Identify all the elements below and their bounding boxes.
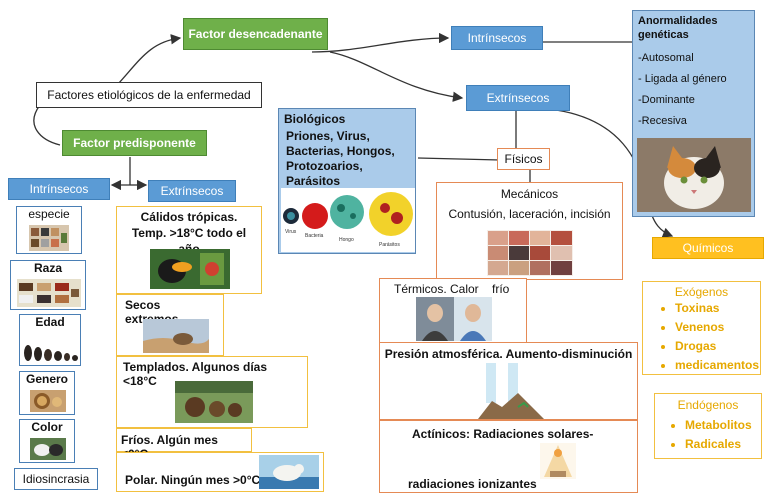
biologicos-text: Priones, Virus, Bacterias, Hongos, Proto… bbox=[286, 129, 395, 188]
exogenos-title: Exógenos bbox=[674, 285, 729, 299]
caption-hongo: Hongo bbox=[339, 237, 354, 243]
actinicos-line1: Actínicos: Radiaciones solares- bbox=[412, 427, 594, 441]
factor-desencadenante-label: Factor desencadenante bbox=[188, 27, 323, 41]
cat-photo bbox=[637, 138, 751, 212]
injuries-image bbox=[487, 230, 573, 276]
genero-card: Genero bbox=[19, 371, 75, 415]
endogenos-item: Metabolitos bbox=[685, 416, 761, 435]
color-animals-image bbox=[30, 438, 66, 460]
termicos-box: Térmicos. Calor frío bbox=[379, 278, 527, 344]
presion-label: Presión atmosférica. Aumento-disminución bbox=[384, 347, 633, 361]
presion-box: Presión atmosférica. Aumento-disminución bbox=[379, 342, 638, 420]
radiation-illustration bbox=[540, 443, 576, 479]
endogenos-item: Radicales bbox=[685, 435, 761, 454]
factor-predisponente-node: Factor predisponente bbox=[62, 130, 207, 156]
idiosincrasia-label: Idiosincrasia bbox=[22, 472, 90, 486]
polar-bear-image bbox=[259, 455, 319, 489]
thermal-people-image bbox=[416, 297, 492, 341]
species-image bbox=[29, 225, 69, 251]
exogenos-item: medicamentos bbox=[675, 356, 760, 375]
color-label: Color bbox=[31, 420, 63, 434]
caption-bacteria: Bacteria bbox=[305, 233, 324, 239]
line-desenc-to-extrinsecos bbox=[329, 51, 464, 102]
anormalidades-geneticas-box: Anormalidades genéticas -Autosomal - Lig… bbox=[632, 10, 755, 217]
intrinsecos-left-label: Intrínsecos bbox=[29, 182, 89, 196]
line-fisicos-to-biologicos bbox=[417, 157, 501, 161]
extrinsecos-left-label: Extrínsecos bbox=[160, 184, 224, 198]
extrinsecos-left-node: Extrínsecos bbox=[148, 180, 236, 202]
idiosincrasia-card: Idiosincrasia bbox=[14, 468, 98, 490]
climate-temperate-label: Templados. Algunos días <18°C bbox=[123, 360, 268, 388]
endogenos-box: Endógenos Metabolitos Radicales bbox=[654, 393, 762, 459]
quimicos-label: Químicos bbox=[682, 241, 734, 255]
especie-label: especie bbox=[28, 207, 70, 221]
biologicos-box: Biológicos Priones, Virus, Bacterias, Ho… bbox=[278, 108, 416, 254]
quimicos-node: Químicos bbox=[652, 237, 764, 259]
caption-virus: Virus bbox=[285, 229, 297, 235]
mecanicos-text: Contusión, laceración, incisión bbox=[448, 207, 611, 221]
climate-tropical-box: Cálidos trópicas. Temp. >18°C todo el añ… bbox=[116, 206, 262, 294]
caption-parasitos: Parásitos bbox=[379, 242, 400, 248]
desert-image bbox=[143, 319, 209, 353]
exogenos-item: Drogas bbox=[675, 337, 760, 356]
exogenos-box: Exógenos Toxinas Venenos Drogas medicame… bbox=[642, 281, 761, 375]
fisicos-label: Físicos bbox=[504, 152, 543, 166]
edad-card: Edad bbox=[19, 314, 81, 366]
factor-predisponente-label: Factor predisponente bbox=[73, 136, 196, 150]
anormalidades-title: Anormalidades genéticas bbox=[638, 15, 718, 41]
exogenos-item: Toxinas bbox=[675, 299, 760, 318]
climate-temperate-box: Templados. Algunos días <18°C bbox=[116, 356, 308, 428]
microorganisms-image: Virus Bacteria Hongo Parásitos bbox=[281, 188, 415, 252]
actinicos-box: Actínicos: Radiaciones solares- radiacio… bbox=[379, 420, 638, 493]
genero-label: Genero bbox=[25, 372, 68, 386]
factor-desencadenante-node: Factor desencadenante bbox=[183, 18, 328, 50]
line-root-to-desencadenante bbox=[117, 34, 182, 85]
endogenos-title: Endógenos bbox=[677, 398, 739, 412]
biologicos-title: Biológicos bbox=[284, 112, 346, 126]
fisicos-node: Físicos bbox=[497, 148, 550, 170]
root-label: Factores etiológicos de la enfermedad bbox=[47, 88, 251, 102]
line-desenc-to-intrinsecos bbox=[311, 32, 450, 53]
climate-polar-label: Polar. Ningún mes >0°C bbox=[125, 473, 261, 487]
intrinsecos-left-node: Intrínsecos bbox=[8, 178, 110, 200]
intrinsecos-top-node: Intrínsecos bbox=[451, 26, 543, 50]
anormalidades-item: -Dominante bbox=[638, 94, 695, 106]
mecanicos-box: Mecánicos Contusión, laceración, incisió… bbox=[436, 182, 623, 280]
termicos-label: Térmicos. Calor frío bbox=[394, 282, 510, 296]
anormalidades-item: - Ligada al género bbox=[638, 73, 727, 85]
actinicos-line2: radiaciones ionizantes bbox=[408, 477, 537, 491]
climate-dry-box: Secos extremos bbox=[116, 294, 224, 356]
intrinsecos-top-label: Intrínsecos bbox=[467, 31, 527, 45]
anormalidades-item: -Autosomal bbox=[638, 52, 694, 64]
color-card: Color bbox=[19, 419, 75, 463]
line-root-to-predisponente bbox=[33, 104, 61, 146]
extrinsecos-top-label: Extrínsecos bbox=[486, 91, 550, 105]
raza-card: Raza bbox=[10, 260, 86, 310]
dogs-ages-image bbox=[22, 339, 80, 363]
anormalidades-item: -Recesiva bbox=[638, 115, 687, 127]
exogenos-item: Venenos bbox=[675, 318, 760, 337]
tropical-image bbox=[150, 249, 230, 289]
bears-image bbox=[175, 381, 253, 423]
edad-label: Edad bbox=[35, 315, 65, 329]
climate-cold-box: Fríos. Algún mes <0°C bbox=[116, 428, 252, 461]
especie-card: especie bbox=[16, 206, 82, 254]
root-node: Factores etiológicos de la enfermedad bbox=[36, 82, 262, 108]
raza-label: Raza bbox=[33, 261, 62, 275]
climate-polar-box: Polar. Ningún mes >0°C bbox=[116, 452, 324, 492]
mecanicos-title: Mecánicos bbox=[500, 187, 559, 201]
cattle-breeds-image bbox=[17, 279, 81, 307]
pressure-illustration bbox=[478, 363, 544, 419]
extrinsecos-top-node: Extrínsecos bbox=[466, 85, 570, 111]
lions-image bbox=[30, 390, 66, 412]
